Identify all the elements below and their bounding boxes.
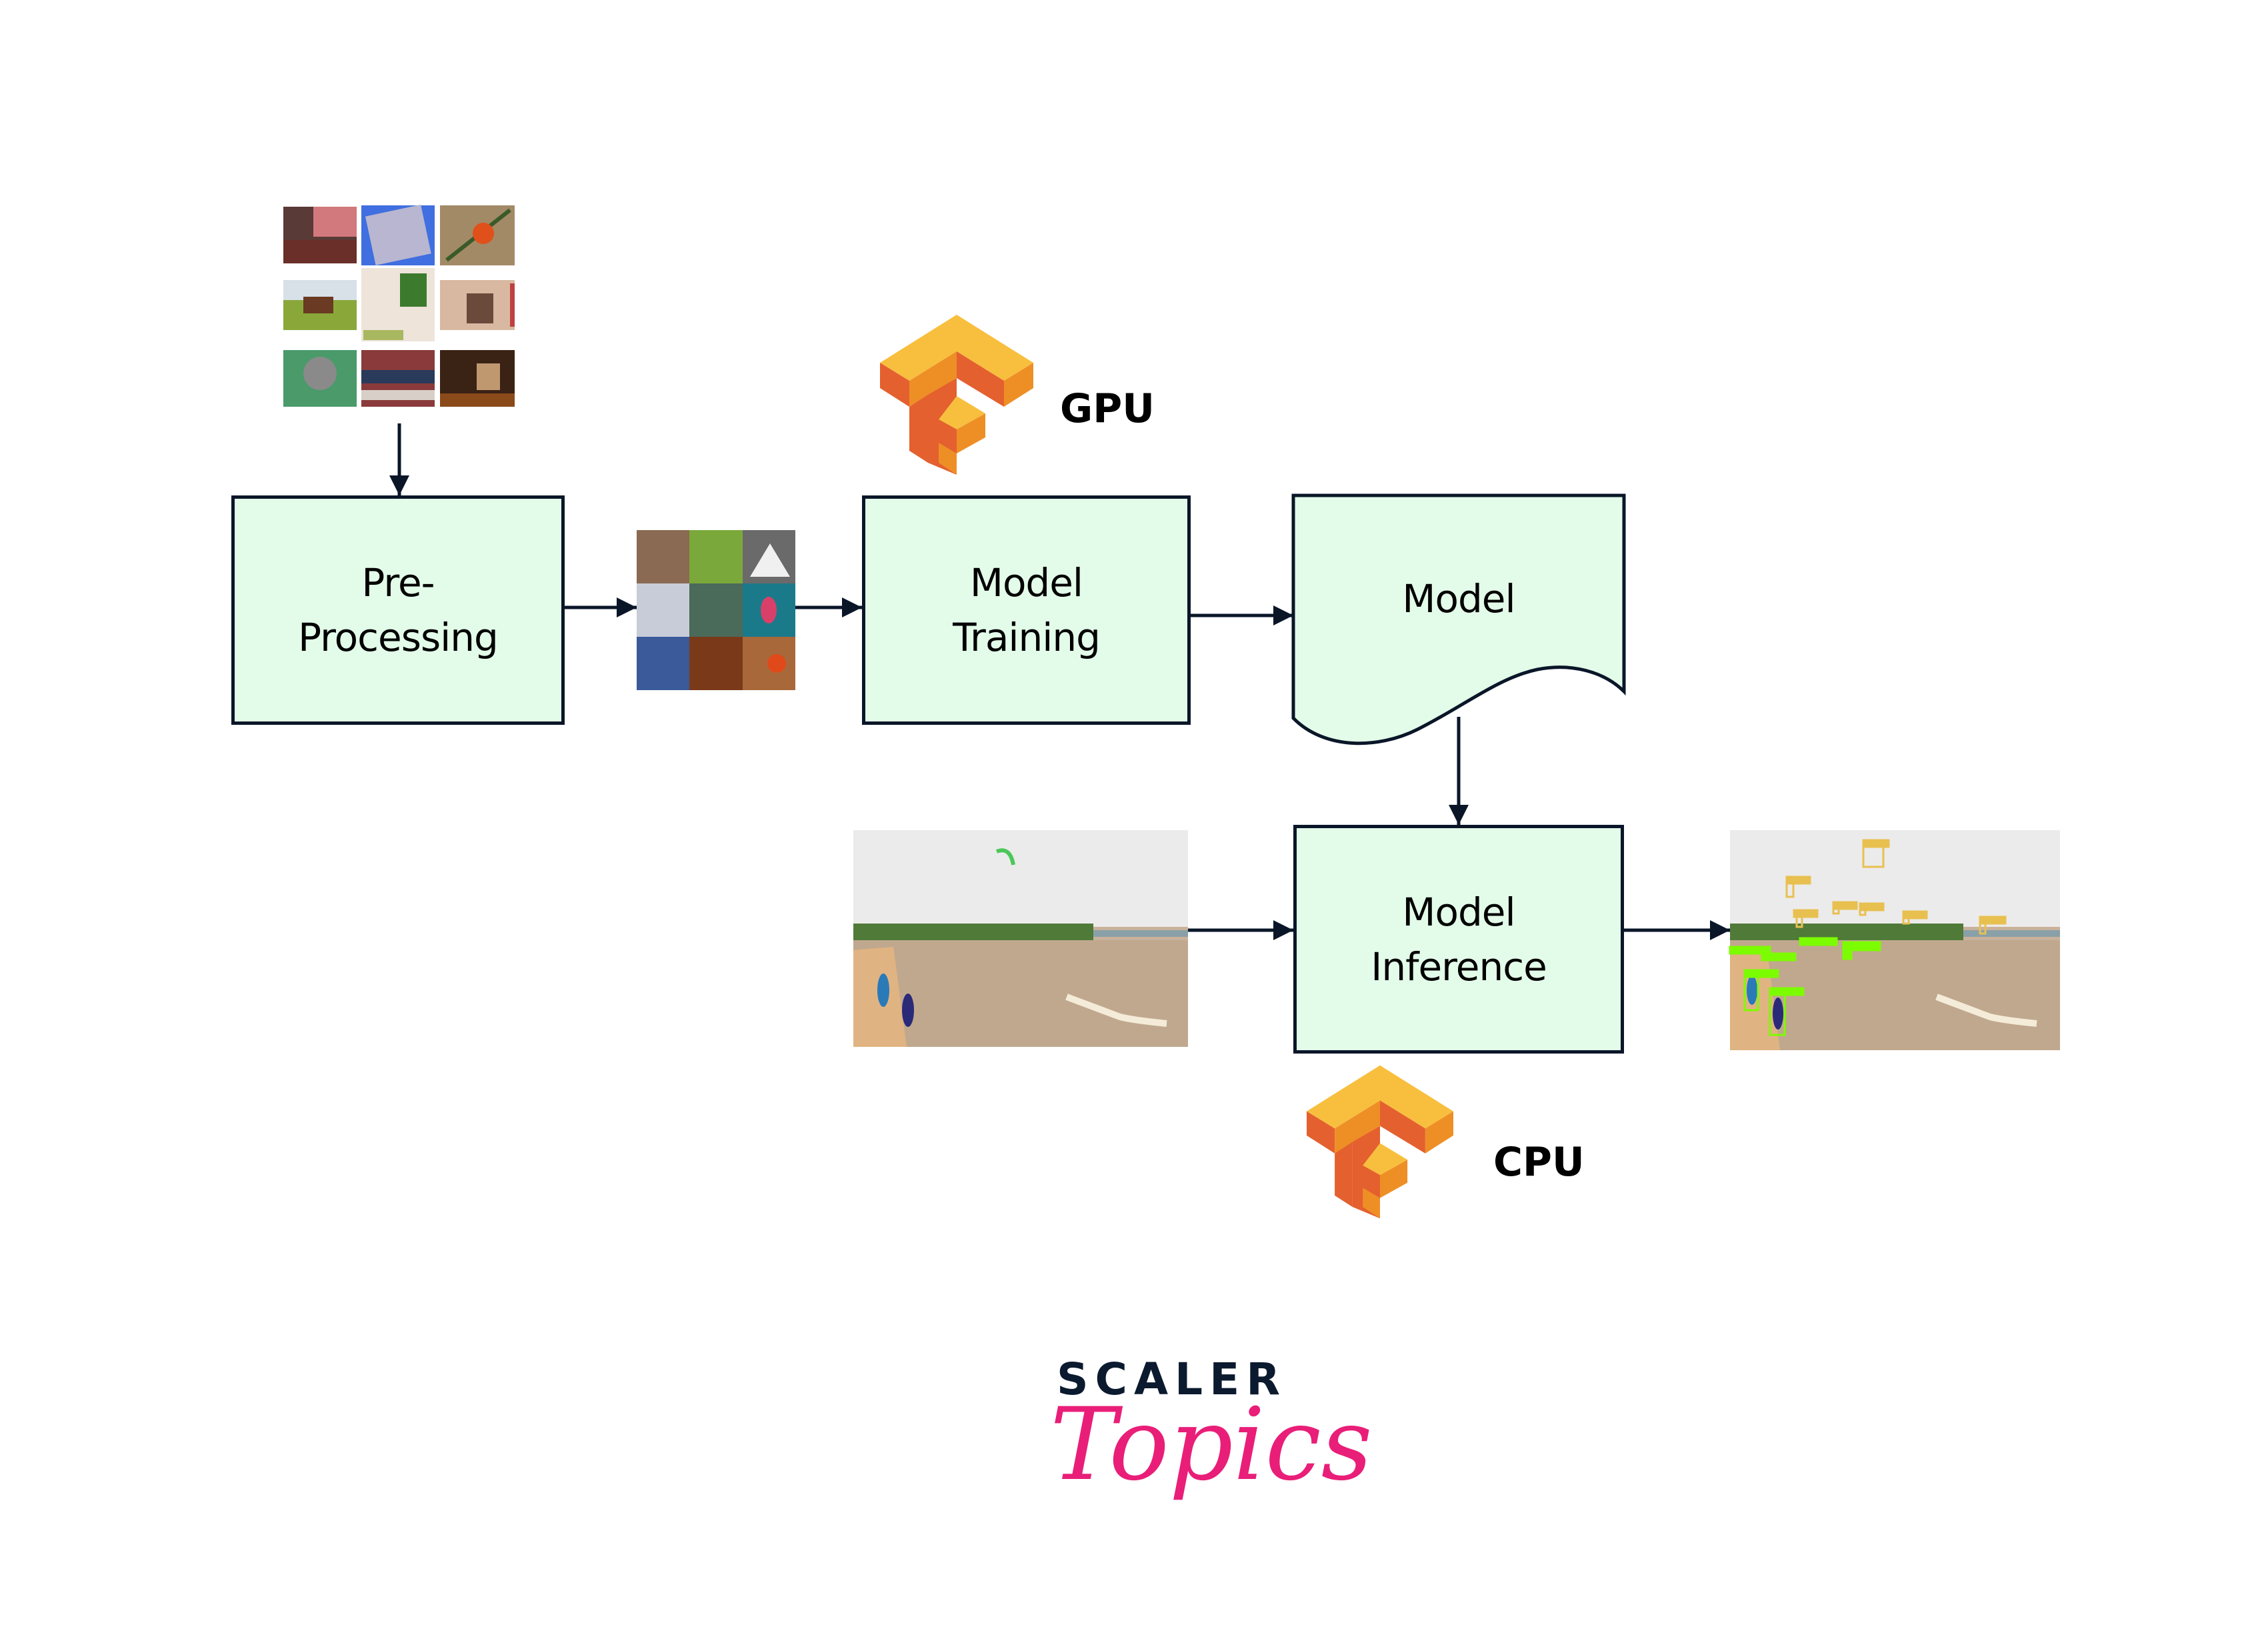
model-training-label: Model Training — [953, 560, 1101, 660]
processed-image-2 — [689, 530, 743, 583]
brand-scaler-text: SCALER — [1057, 1354, 1287, 1405]
raw-image-9 — [440, 350, 515, 407]
model-inference-box[interactable]: Model Inference — [1293, 825, 1624, 1054]
model-inference-label: Model Inference — [1371, 889, 1547, 990]
tensorflow-logo-icon-cpu — [1307, 1065, 1453, 1219]
cpu-label: CPU — [1493, 1139, 1585, 1186]
brand-topics-text: Topics — [1050, 1387, 1373, 1503]
gpu-label: GPU — [1060, 385, 1155, 432]
raw-image-4 — [283, 280, 357, 330]
processed-image-1 — [637, 530, 689, 583]
processed-image-8 — [689, 637, 743, 690]
inference-output-image — [1729, 830, 2060, 1050]
raw-image-3 — [440, 205, 515, 265]
raw-image-6 — [440, 280, 515, 330]
processed-image-7 — [637, 637, 689, 690]
preprocessing-label: Pre- Processing — [298, 560, 499, 660]
raw-image-2 — [361, 204, 435, 265]
raw-dataset-image-grid — [283, 204, 515, 407]
raw-image-7 — [283, 350, 357, 407]
raw-image-1 — [283, 207, 357, 263]
inference-input-image — [853, 830, 1188, 1047]
person-detections — [1729, 937, 1881, 1036]
model-label: Model — [1402, 576, 1515, 621]
processed-image-4 — [637, 583, 689, 637]
processed-image-5 — [689, 583, 743, 637]
raw-image-8 — [361, 350, 435, 407]
tensorflow-logo-icon-gpu — [880, 315, 1033, 475]
raw-image-5 — [361, 268, 435, 341]
preprocessing-box[interactable]: Pre- Processing — [231, 495, 565, 725]
model-document-shape[interactable] — [1291, 493, 1627, 759]
kite-detections — [1785, 839, 2007, 935]
model-training-box[interactable]: Model Training — [862, 495, 1191, 725]
processed-dataset-image-grid — [637, 530, 795, 690]
